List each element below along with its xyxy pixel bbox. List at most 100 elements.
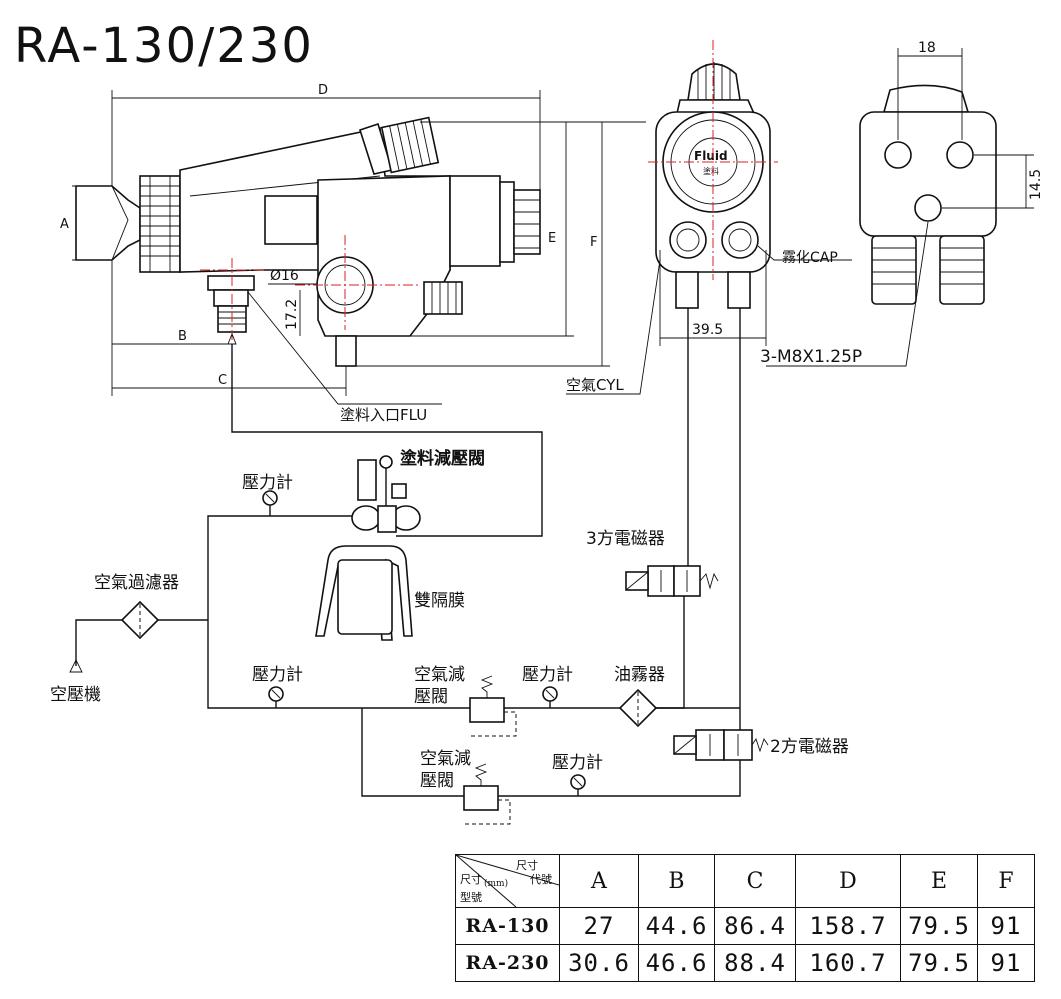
air-regulator-1-label-2: 壓閥 xyxy=(414,687,448,707)
dim-14-5-label: 14.5 xyxy=(1028,169,1044,200)
compressor-label: 空壓機 xyxy=(50,685,101,705)
inlet-nut xyxy=(207,275,255,291)
paint-inlet-label: 塗料入口FLU xyxy=(340,406,427,424)
diaphragm-pump-symbol xyxy=(315,455,421,641)
gun-front-view: Fluid 塗料 39.5 霧化CAP 空氣CYL xyxy=(566,40,852,395)
table-header-row: 尺寸 代號 尺寸 (mm) 型號 A B C D E F xyxy=(455,854,1035,908)
table-cell: 86.4 xyxy=(714,907,796,945)
front-fitting-right xyxy=(727,271,751,309)
table-cell: 158.7 xyxy=(795,907,901,945)
air-regulator-2-symbol xyxy=(463,785,499,811)
front-fitting-left xyxy=(675,271,699,309)
col-header: F xyxy=(977,854,1035,908)
port-inner xyxy=(676,228,700,252)
model-cell: RA-230 xyxy=(455,944,560,982)
dial-text: Fluid xyxy=(694,149,728,163)
rear-hole-3 xyxy=(914,194,942,222)
gun-rear-view: 18 14.5 3-M8X1.25P xyxy=(760,40,1044,367)
diaphragm-pump-label: 雙隔膜 xyxy=(414,591,465,611)
table-cell: 88.4 xyxy=(714,944,796,982)
rear-hole-2 xyxy=(946,141,974,169)
rear-fitting-right xyxy=(939,235,985,305)
port-inner xyxy=(728,228,752,252)
thread-leader xyxy=(766,221,929,367)
col-header: D xyxy=(795,854,901,908)
dim-phi16-label: Ø16 xyxy=(270,268,299,284)
dim-e-label: E xyxy=(548,231,556,246)
knurled-ring xyxy=(139,175,181,273)
rear-hole-1 xyxy=(884,141,912,169)
col-header: C xyxy=(714,854,796,908)
air-regulator-1-symbol xyxy=(469,697,505,723)
dimensions-side: D A B C E F Ø16 17.2 塗料入口FLU xyxy=(60,83,646,424)
model-cell: RA-130 xyxy=(455,907,560,945)
dim-17-2-label: 17.2 xyxy=(284,299,300,330)
mist-to-3way xyxy=(656,596,685,709)
rear-top xyxy=(882,84,970,113)
corner-model: 型號 xyxy=(460,891,482,904)
air-regulator-2-label-1: 空氣減 xyxy=(420,749,471,769)
gauge-mid-left-label: 壓力計 xyxy=(252,665,303,685)
air-cyl-leader xyxy=(566,259,661,395)
corner-top-right: 尺寸 xyxy=(516,859,538,872)
dim-a-label: A xyxy=(60,217,69,232)
dim-b-label: B xyxy=(178,329,187,344)
nozzle-cap xyxy=(75,185,141,261)
front-port-left xyxy=(669,221,707,259)
fluid-port-inner xyxy=(324,264,366,306)
table-row: RA-230 30.6 46.6 88.4 160.7 79.5 91 xyxy=(455,944,1035,982)
compressor-symbol xyxy=(69,658,83,673)
col-header: E xyxy=(900,854,978,908)
dim-f-label: F xyxy=(590,235,597,250)
dial-subtext: 塗料 xyxy=(703,166,719,176)
barrel-window xyxy=(264,195,318,245)
table-cell: 27 xyxy=(559,907,639,945)
air-regulator-2-label-2: 壓閥 xyxy=(420,771,454,791)
table-cell: 79.5 xyxy=(900,944,978,982)
paint-inlet-leader xyxy=(247,291,442,405)
front-port-right xyxy=(721,221,759,259)
paint-line xyxy=(231,344,543,537)
col-header: A xyxy=(559,854,639,908)
gauge-top-label: 壓力計 xyxy=(242,473,293,493)
mist-separator-label: 油霧器 xyxy=(614,665,665,685)
two-way-valve-label: 2方電磁器 xyxy=(770,737,849,757)
air-cyl-fitting xyxy=(335,335,357,367)
lower-supply-line xyxy=(361,708,741,797)
atomizing-cap-leader xyxy=(757,245,852,261)
table-cell: 160.7 xyxy=(795,944,901,982)
table-cell: 79.5 xyxy=(900,907,978,945)
three-way-valve-label: 3方電磁器 xyxy=(586,529,665,549)
rear-fitting-left xyxy=(871,235,917,305)
corner-left: 尺寸 xyxy=(460,873,482,886)
dim-d-label: D xyxy=(318,83,328,98)
air-cyl-label: 空氣CYL xyxy=(566,376,624,394)
corner-unit: (mm) xyxy=(484,879,509,889)
rear-cap xyxy=(499,181,515,263)
table-cell: 30.6 xyxy=(559,944,639,982)
table-row: RA-130 27 44.6 86.4 158.7 79.5 91 xyxy=(455,907,1035,945)
dim-39-5-label: 39.5 xyxy=(692,322,723,338)
schematic-labels: 塗料減壓閥 壓力計 3方電磁器 空氣過濾器 雙隔膜 空壓機 壓力計 空氣減 壓閥… xyxy=(50,448,849,791)
table-corner-cell: 尺寸 代號 尺寸 (mm) 型號 xyxy=(455,854,560,908)
compressor-line xyxy=(75,619,124,666)
air-regulator-1-label-1: 空氣減 xyxy=(414,665,465,685)
page-title: RA-130/230 xyxy=(14,18,314,74)
col-header: B xyxy=(638,854,715,908)
thread-label: 3-M8X1.25P xyxy=(760,347,862,367)
gun-side-view xyxy=(75,116,541,367)
piping-schematic xyxy=(69,308,769,825)
air-filter-label: 空氣過濾器 xyxy=(94,573,179,593)
rear-knob xyxy=(513,189,541,255)
table-cell: 46.6 xyxy=(638,944,715,982)
table-cell: 91 xyxy=(977,944,1035,982)
corner-code: 代號 xyxy=(530,873,552,886)
dim-18-label: 18 xyxy=(918,40,936,56)
gauge-bottom-label: 壓力計 xyxy=(552,753,603,773)
paint-regulator-label: 塗料減壓閥 xyxy=(400,448,485,469)
nozzle-cap-edge xyxy=(111,185,129,261)
dim-c-label: C xyxy=(218,373,227,388)
gauge-mid-right-label: 壓力計 xyxy=(522,665,573,685)
inlet-hex xyxy=(213,289,249,307)
